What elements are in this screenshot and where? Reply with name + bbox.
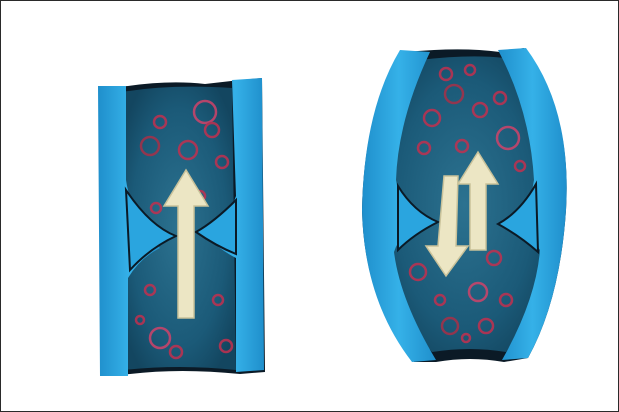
healthy-vein-panel [98, 78, 265, 376]
varicose-vein-panel [362, 48, 567, 362]
